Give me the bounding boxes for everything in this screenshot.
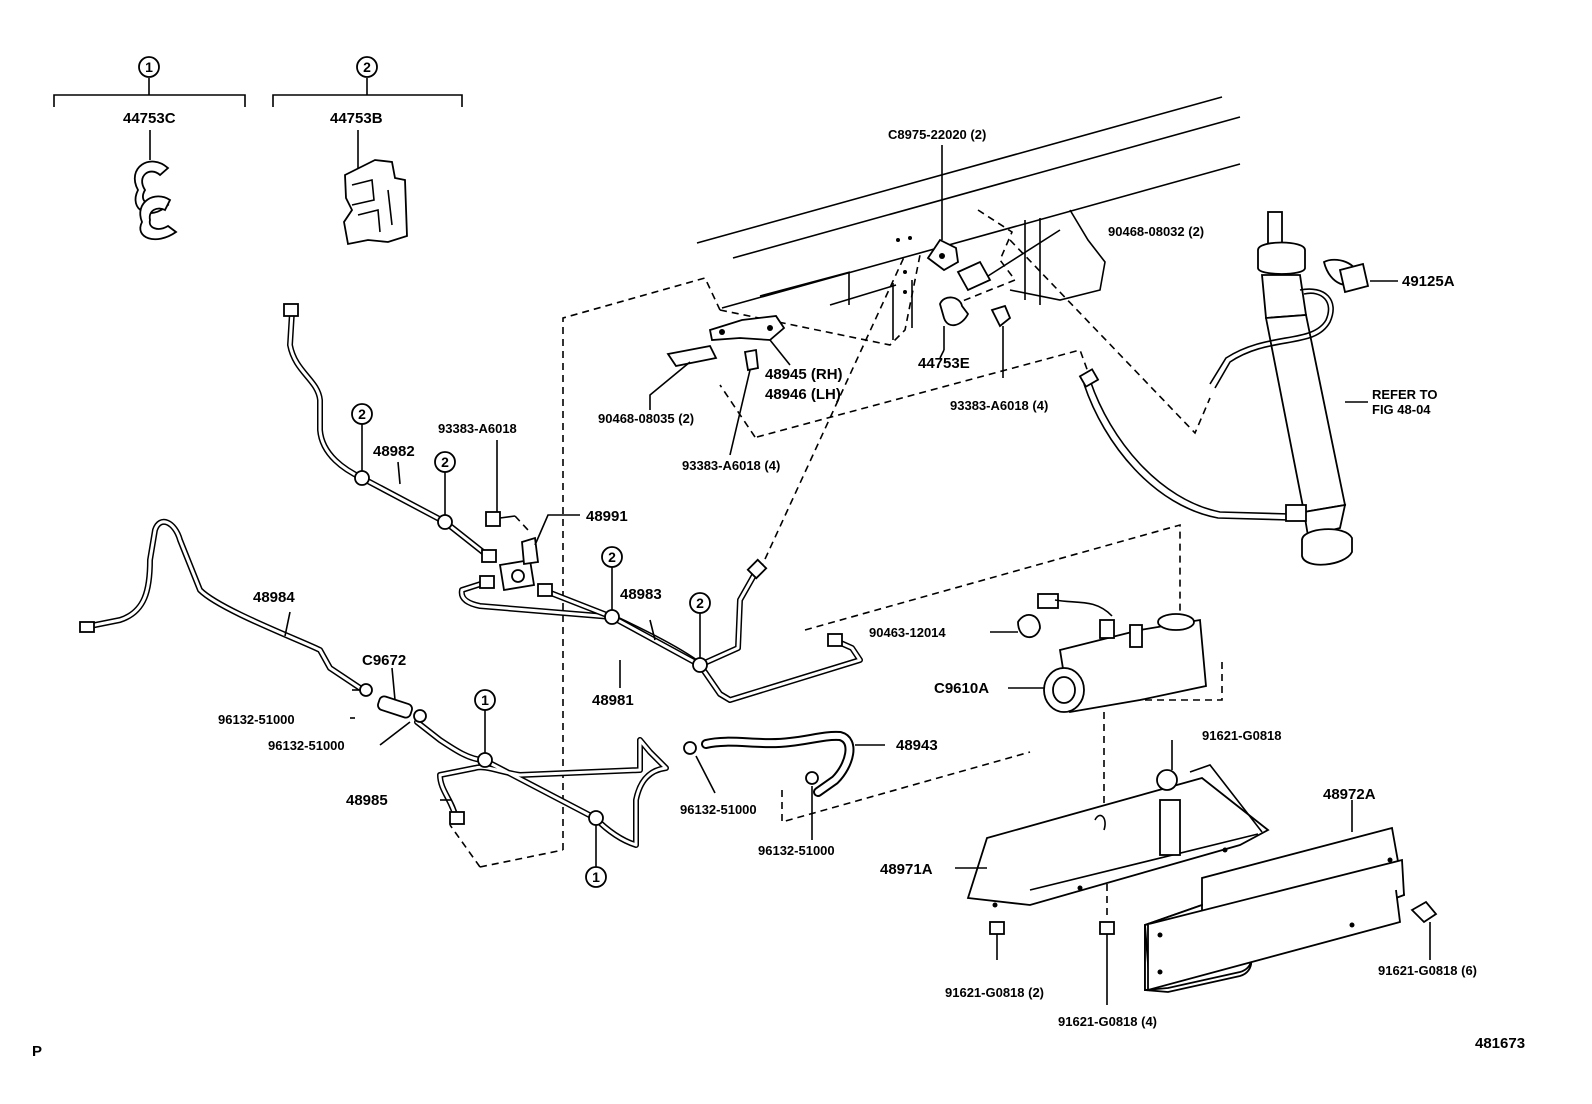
clamp-44753C-drawing — [133, 130, 178, 241]
shock-absorber-drawing — [1078, 211, 1398, 566]
leader-lines — [284, 349, 945, 840]
label-90468-08032: 90468-08032 (2) — [1108, 224, 1204, 239]
cover-48972a-drawing — [1144, 800, 1438, 993]
callout-1-b-text: 1 — [592, 869, 600, 885]
label-96132-51000-b: 96132-51000 — [268, 738, 345, 753]
label-48945-rh: 48945 (RH) — [765, 366, 843, 383]
bracket-48945-drawing — [649, 315, 791, 456]
legend-marker-2-text: 2 — [363, 59, 371, 75]
label-c8975-22020: C8975-22020 (2) — [888, 127, 986, 142]
legend-marker-1-text: 1 — [145, 59, 153, 75]
callout-2-d-text: 2 — [696, 595, 704, 611]
label-96132-51000-a: 96132-51000 — [218, 712, 295, 727]
bolts-91621 — [989, 921, 1115, 1005]
label-96132-51000-c: 96132-51000 — [680, 802, 757, 817]
legend-group-2: 2 44753B — [272, 56, 463, 246]
clamp-44753B-drawing — [343, 130, 408, 246]
label-c9610a: C9610A — [934, 680, 989, 697]
callout-1-b: 1 — [585, 810, 607, 888]
callout-2-d: 2 — [689, 592, 711, 673]
label-93383-a6018-4-left: 93383-A6018 (4) — [682, 458, 780, 473]
hydraulic-tubes — [79, 303, 863, 848]
callout-2-b: 2 — [434, 451, 456, 530]
label-44753B: 44753B — [330, 110, 383, 127]
tube-callouts: 2 2 2 2 1 1 — [351, 403, 711, 888]
vehicle-frame — [696, 96, 1241, 340]
label-44753E: 44753E — [918, 355, 970, 372]
callout-2-b-text: 2 — [441, 454, 449, 470]
label-91621-g0818-2: 91621-G0818 (2) — [945, 985, 1044, 1000]
legend-group-1: 1 44753C — [53, 56, 246, 241]
label-49125A: 49125A — [1402, 273, 1455, 290]
label-48983: 48983 — [620, 586, 662, 603]
callout-2-a-text: 2 — [358, 406, 366, 422]
diagram-id: 481673 — [1475, 1035, 1525, 1052]
label-44753C: 44753C — [123, 110, 176, 127]
part-labels: C8975-22020 (2) 90468-08032 (2) 49125A 4… — [218, 127, 1477, 1029]
label-93383-a6018: 93383-A6018 — [438, 421, 517, 436]
footer-mark-p: P — [32, 1043, 42, 1060]
label-48985: 48985 — [346, 792, 388, 809]
callout-2-c: 2 — [601, 546, 623, 625]
label-93383-a6018-4-right: 93383-A6018 (4) — [950, 398, 1048, 413]
callout-1-a: 1 — [474, 689, 496, 768]
label-91621-g0818-top: 91621-G0818 — [1202, 728, 1282, 743]
label-90463-12014: 90463-12014 — [869, 625, 946, 640]
label-91621-g0818-4: 91621-G0818 (4) — [1058, 1014, 1157, 1029]
label-48971a: 48971A — [880, 861, 933, 878]
label-90468-08035: 90468-08035 (2) — [598, 411, 694, 426]
callout-1-a-text: 1 — [481, 692, 489, 708]
bracket-c8975-drawing — [926, 145, 1061, 378]
label-refer-to: REFER TO — [1372, 387, 1438, 402]
label-48972a: 48972A — [1323, 786, 1376, 803]
label-48982: 48982 — [373, 443, 415, 460]
label-91621-g0818-6: 91621-G0818 (6) — [1378, 963, 1477, 978]
legend-marker-2: 2 — [356, 56, 378, 78]
assembly-guide-lines — [449, 209, 1223, 918]
label-fig-48-04: FIG 48-04 — [1372, 402, 1431, 417]
callout-2-a: 2 — [351, 403, 373, 486]
label-48984: 48984 — [253, 589, 295, 606]
bracket-48971a-drawing — [955, 740, 1270, 908]
label-48943: 48943 — [896, 737, 938, 754]
label-48946-lh: 48946 (LH) — [765, 386, 841, 403]
label-48981: 48981 — [592, 692, 634, 709]
callout-2-c-text: 2 — [608, 549, 616, 565]
legend-marker-1: 1 — [138, 56, 160, 78]
pump-motor-drawing — [990, 593, 1207, 714]
label-c9672: C9672 — [362, 652, 406, 669]
label-48991: 48991 — [586, 508, 628, 525]
label-96132-51000-d: 96132-51000 — [758, 843, 835, 858]
